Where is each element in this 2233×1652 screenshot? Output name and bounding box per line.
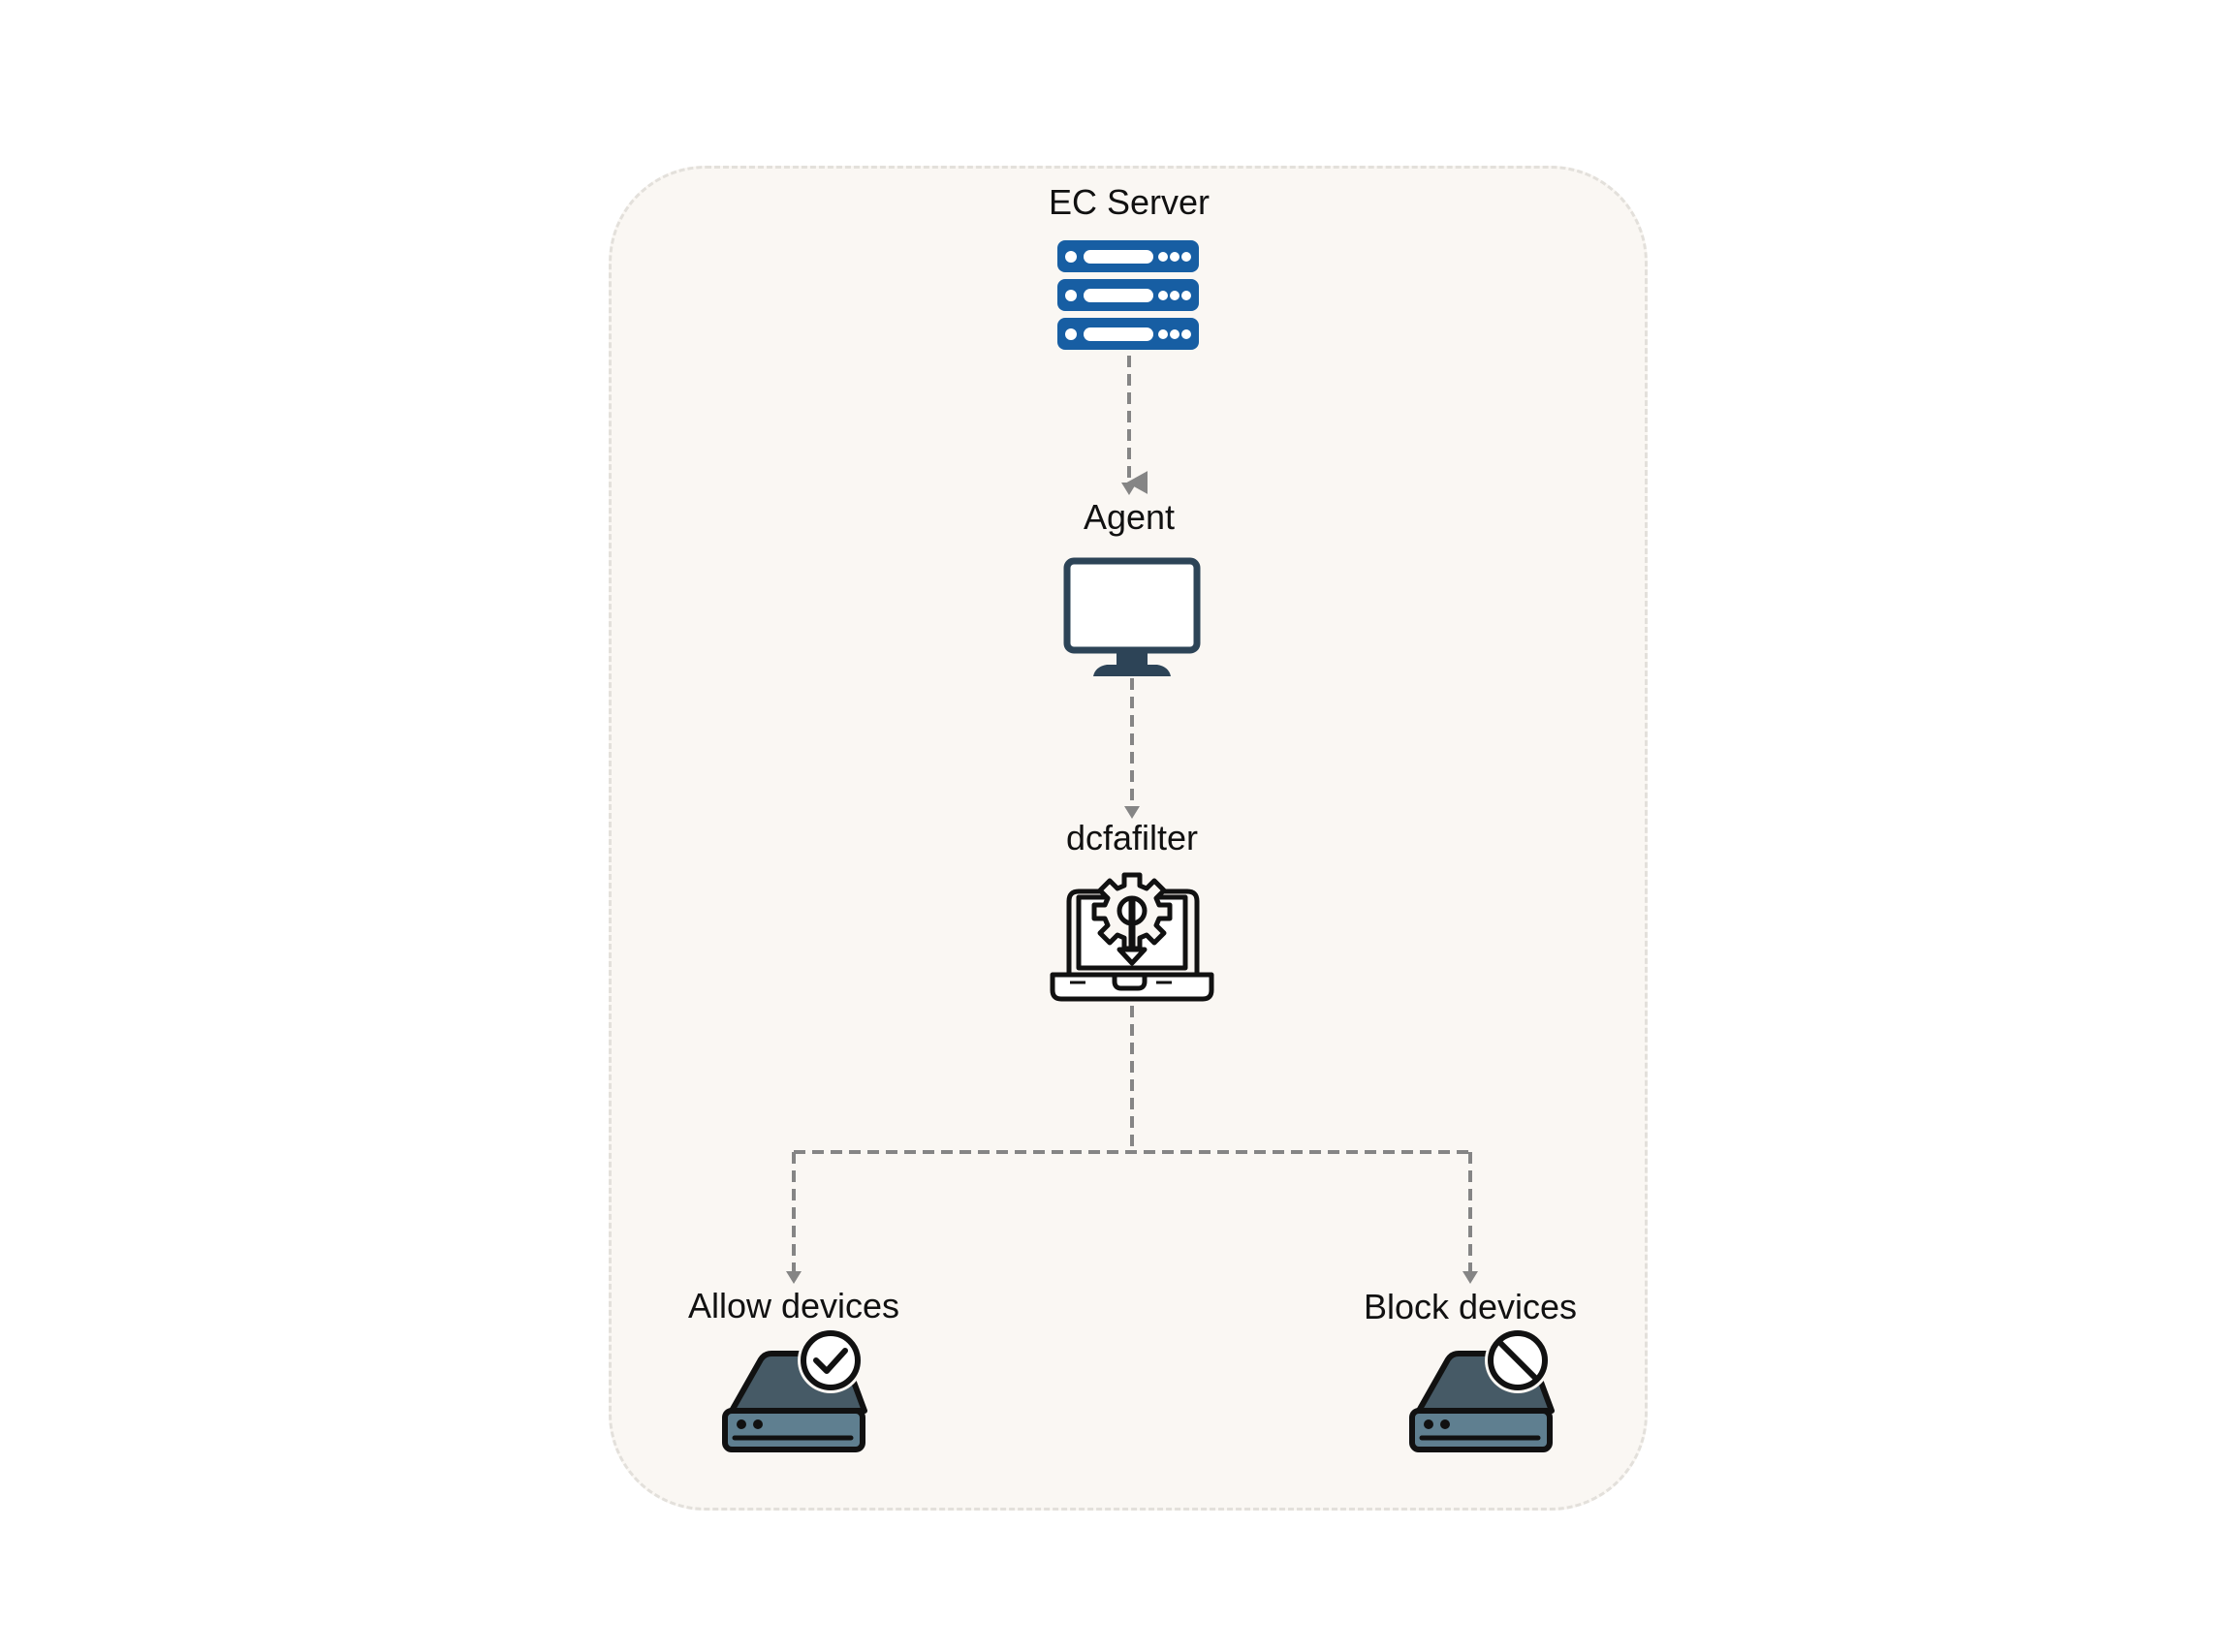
arrowhead bbox=[1124, 806, 1140, 819]
node-label-server: EC Server bbox=[1048, 182, 1211, 222]
monitor-icon bbox=[1063, 557, 1201, 676]
drive-check-icon bbox=[722, 1327, 867, 1452]
laptop-gear-icon bbox=[1050, 872, 1214, 1002]
connector-filter-branches bbox=[792, 1006, 1472, 1271]
server-rack-icon bbox=[1057, 240, 1199, 350]
node-label-block: Block devices bbox=[1363, 1287, 1578, 1326]
node-label-filter: dcfafilter bbox=[1065, 818, 1199, 857]
diagram-frame bbox=[609, 166, 1648, 1511]
arrowhead bbox=[786, 1271, 802, 1284]
node-label-allow: Allow devices bbox=[687, 1286, 900, 1325]
drive-block-icon bbox=[1409, 1327, 1555, 1452]
node-label-agent: Agent bbox=[1083, 497, 1176, 537]
arrowhead bbox=[1121, 483, 1137, 495]
arrowhead bbox=[1462, 1271, 1478, 1284]
